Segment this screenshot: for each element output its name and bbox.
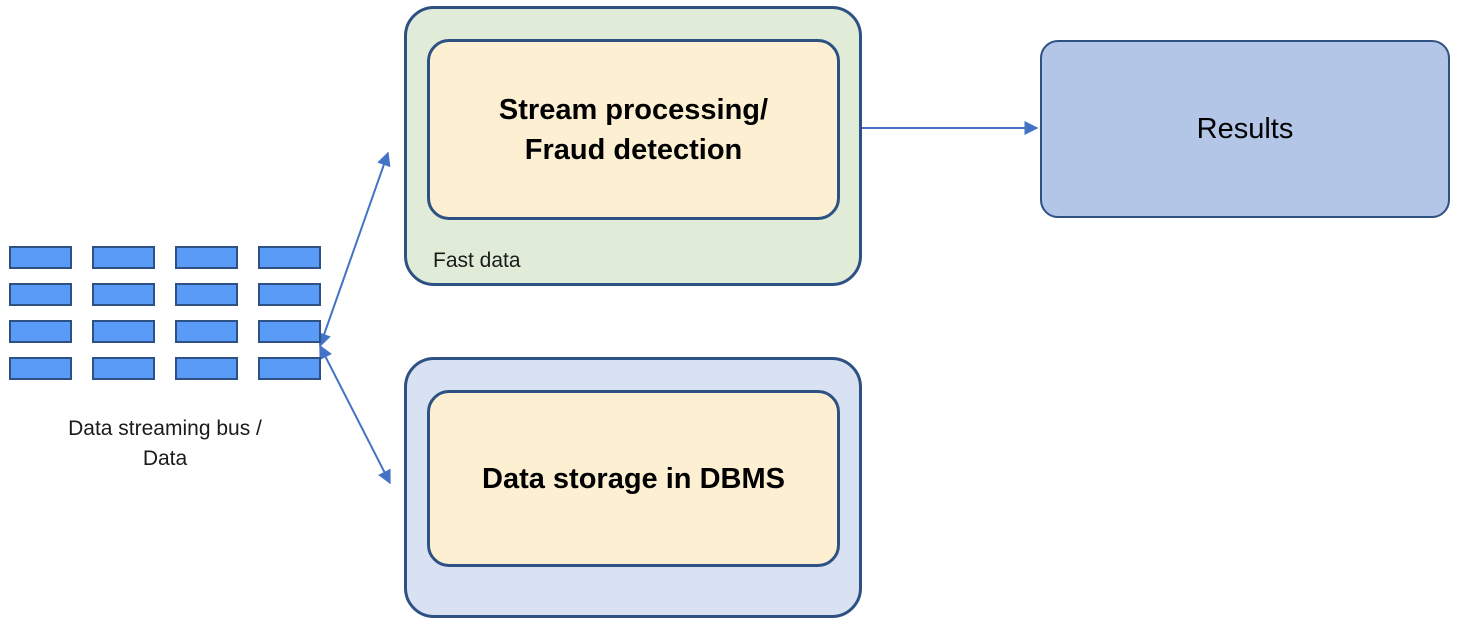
stream-processing-node[interactable]: Stream processing/ Fraud detection	[427, 39, 840, 220]
bus-cell	[175, 357, 238, 380]
connector-bus-to-data-storage	[319, 344, 391, 485]
data-streaming-bus-grid	[9, 246, 321, 394]
bus-cell	[9, 246, 72, 269]
bus-cell	[258, 320, 321, 343]
results-node[interactable]: Results	[1040, 40, 1450, 218]
results-label: Results	[1196, 112, 1294, 145]
connector-bus-to-stream-processing	[317, 151, 391, 348]
bus-cell	[92, 320, 155, 343]
bus-cell	[9, 283, 72, 306]
bus-cell	[175, 246, 238, 269]
data-storage-label: Data storage in DBMS	[482, 462, 785, 495]
bus-cell	[9, 320, 72, 343]
fast-data-label: Fast data	[433, 249, 521, 272]
bus-cell	[92, 283, 155, 306]
bus-cell	[175, 320, 238, 343]
stream-processing-label: Stream processing/ Fraud detection	[498, 93, 769, 166]
bus-cell	[258, 357, 321, 380]
data-storage-node[interactable]: Data storage in DBMS	[427, 390, 840, 567]
slow-data-container[interactable]: Data storage in DBMS Slow data	[404, 357, 862, 618]
bus-cell	[92, 357, 155, 380]
bus-cell	[92, 246, 155, 269]
data-streaming-bus-caption: Data streaming bus / Data	[68, 417, 262, 470]
fast-data-container[interactable]: Stream processing/ Fraud detection Fast …	[404, 6, 862, 286]
bus-cell	[258, 246, 321, 269]
bus-cell	[9, 357, 72, 380]
bus-cell	[258, 283, 321, 306]
bus-cell	[175, 283, 238, 306]
